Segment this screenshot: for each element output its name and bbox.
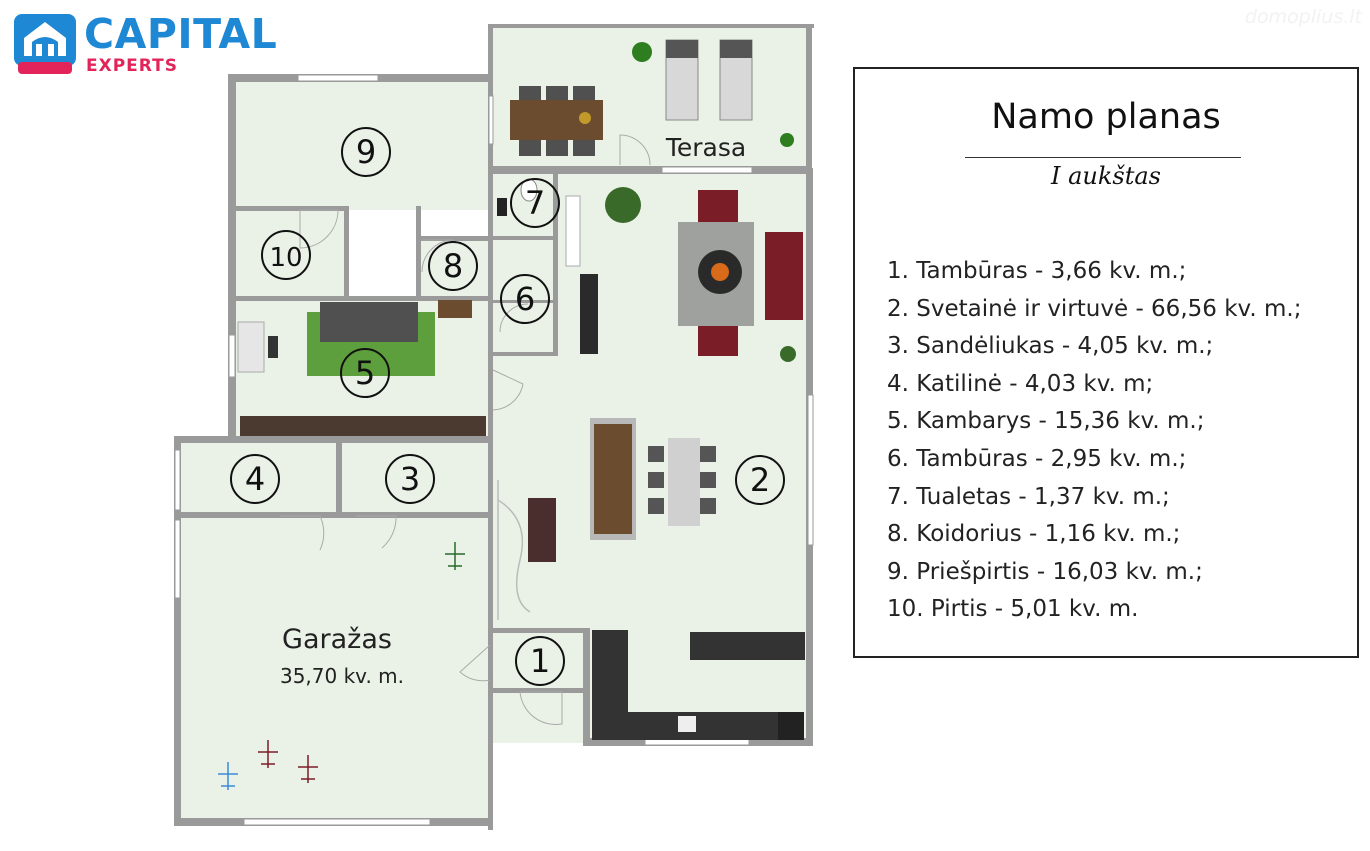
terrace-label: Terasa bbox=[665, 133, 746, 162]
room-number-7: 7 bbox=[525, 184, 545, 222]
house-logo-icon bbox=[14, 14, 76, 74]
legend-item: 3. Sandėliukas - 4,05 kv. m.; bbox=[887, 333, 1214, 360]
floor-room-8 bbox=[420, 240, 492, 298]
garage-area-label: 35,70 kv. m. bbox=[280, 664, 404, 688]
legend-subtitle: I aukštas bbox=[1050, 162, 1161, 190]
room-number-circle bbox=[500, 274, 550, 324]
legend-item: 5. Kambarys - 15,36 kv. m.; bbox=[887, 408, 1205, 435]
room-7-fixtures bbox=[497, 178, 538, 216]
room-number-5: 5 bbox=[355, 354, 375, 392]
living-room-furniture bbox=[497, 187, 805, 740]
room-number-circle bbox=[735, 455, 785, 505]
logo-brand-text: CAPITAL bbox=[84, 10, 278, 58]
floor-garage bbox=[180, 515, 492, 820]
windows bbox=[174, 74, 814, 826]
company-logo: CAPITAL EXPERTS bbox=[14, 10, 284, 78]
legend-title: Namo planas bbox=[991, 97, 1221, 137]
legend-list: 1. Tambūras - 3,66 kv. m.; 2. Svetainė i… bbox=[887, 253, 1301, 629]
legend-item: 2. Svetainė ir virtuvė - 66,56 kv. m.; bbox=[887, 295, 1302, 322]
legend-item: 9. Priešpirtis - 16,03 kv. m.; bbox=[887, 558, 1203, 585]
room-number-markers: 1 2 3 4 5 6 7 8 9 10 bbox=[230, 127, 785, 686]
garage-label: Garažas bbox=[282, 624, 392, 655]
floor-plan: 1 2 3 4 5 6 7 8 9 10 Terasa Garažas 35,70 kv. m. bbox=[174, 24, 814, 830]
legend-item: 10. Pirtis - 5,01 kv. m. bbox=[887, 596, 1139, 623]
logo-sub-text: EXPERTS bbox=[86, 56, 178, 76]
legend-item: 4. Katilinė - 4,03 kv. m; bbox=[887, 370, 1154, 397]
room-number-circle bbox=[340, 348, 390, 398]
room-number-3: 3 bbox=[400, 460, 420, 498]
room-number-1: 1 bbox=[530, 642, 550, 680]
floor-room-9 bbox=[234, 80, 490, 210]
legend-item: 1. Tambūras - 3,66 kv. m.; bbox=[887, 258, 1187, 284]
floor-room-1 bbox=[492, 630, 588, 690]
room-number-circle bbox=[515, 636, 565, 686]
legend-item: 6. Tambūras - 2,95 kv. m.; bbox=[887, 445, 1187, 472]
garage-markers bbox=[218, 542, 465, 790]
room-number-6: 6 bbox=[515, 280, 535, 318]
legend-box: Namo planas I aukštas 1. Tambūras - 3,66… bbox=[853, 67, 1359, 658]
room-number-8: 8 bbox=[443, 247, 463, 285]
room-number-circle bbox=[341, 127, 391, 177]
floor-room-10 bbox=[234, 210, 346, 298]
doors bbox=[280, 134, 651, 726]
legend-item: 8. Koidorius - 1,16 kv. m.; bbox=[887, 521, 1181, 548]
room-number-circle bbox=[261, 230, 311, 280]
room-number-circle bbox=[230, 454, 280, 504]
legend-item: 7. Tualetas - 1,37 kv. m.; bbox=[887, 483, 1170, 510]
room-number-4: 4 bbox=[245, 460, 265, 498]
room-number-10: 10 bbox=[269, 243, 302, 273]
room-5-furniture bbox=[237, 300, 486, 436]
room-number-2: 2 bbox=[750, 461, 770, 499]
room-number-circle bbox=[428, 241, 478, 291]
room-number-circle bbox=[385, 454, 435, 504]
room-number-9: 9 bbox=[356, 133, 376, 171]
terrace-furniture bbox=[510, 39, 794, 156]
watermark: domoplius.lt bbox=[1244, 6, 1362, 28]
legend-divider bbox=[965, 157, 1241, 158]
room-number-circle bbox=[510, 178, 560, 228]
